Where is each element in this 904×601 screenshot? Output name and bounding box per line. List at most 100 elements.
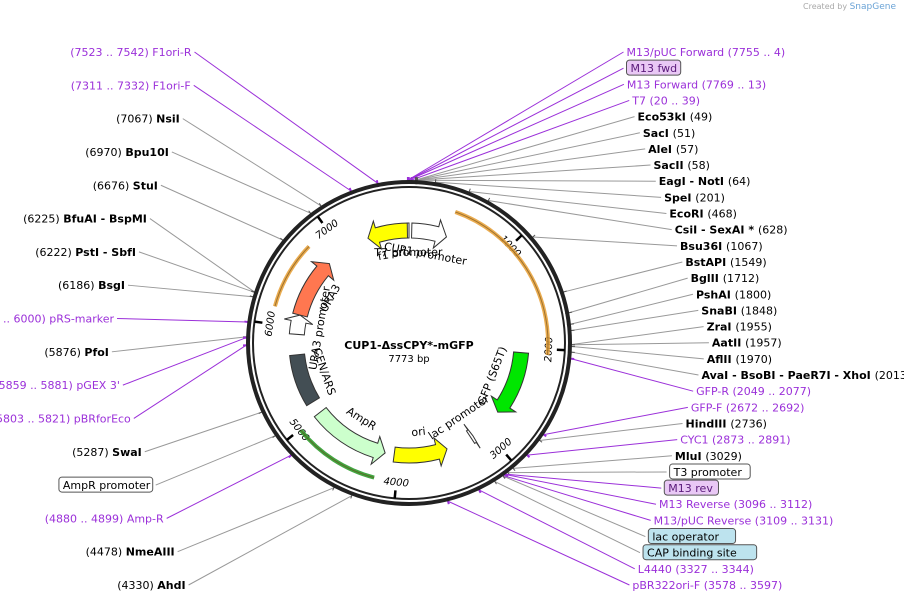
enzyme-site[interactable]: (7067) NsiI: [116, 113, 180, 126]
enzyme-site[interactable]: ZraI (1955): [707, 321, 772, 334]
enzyme-name: SacII: [653, 159, 687, 172]
enzyme-site[interactable]: AleI (57): [648, 143, 698, 156]
enzyme-site[interactable]: (6222) PstI - SbfI: [35, 246, 136, 259]
primer-range: (2873 .. 2891): [712, 434, 791, 447]
site-leader: [569, 277, 688, 314]
site-leader: [160, 184, 283, 241]
feature-lac-promoter[interactable]: [463, 423, 481, 449]
primer-name: T7: [631, 94, 649, 107]
feature-cup1-promoter[interactable]: [411, 218, 448, 250]
enzyme-name: BglII: [691, 272, 723, 285]
enzyme-position: (58): [687, 159, 710, 172]
site-leader: [138, 251, 255, 293]
feature-t7-promoter[interactable]: [406, 222, 410, 239]
enzyme-name: StuI: [133, 179, 158, 192]
primer-range: (4880 .. 4899): [45, 512, 127, 525]
enzyme-site[interactable]: (5876) PfoI: [44, 346, 109, 359]
tick-label: 4000: [383, 476, 409, 489]
site-name[interactable]: T3 promoter: [673, 466, 743, 479]
enzyme-site[interactable]: AatII (1957): [712, 337, 782, 350]
site-name[interactable]: AmpR promoter: [63, 479, 151, 492]
enzyme-site[interactable]: (6970) Bpu10I: [85, 146, 169, 159]
site-leader: [571, 342, 709, 346]
enzyme-position: (4478): [86, 546, 126, 559]
site-leader: [177, 487, 335, 553]
feature-ura3[interactable]: [292, 260, 335, 318]
primer-site[interactable]: (4880 .. 4899) Amp-R: [45, 512, 164, 525]
site-leader: [417, 179, 656, 182]
enzyme-site[interactable]: Eco53kI (49): [638, 111, 713, 124]
snapgene-watermark: Created by SnapGene: [803, 2, 896, 12]
primer-site[interactable]: (5859 .. 5881) pGEX 3': [0, 379, 120, 392]
primer-site[interactable]: (7523 .. 7542) F1ori-R: [70, 46, 192, 59]
enzyme-site[interactable]: (6225) BfuAI - BspMI: [23, 213, 147, 226]
site-leader: [144, 411, 262, 453]
enzyme-site[interactable]: BglII (1712): [691, 272, 760, 285]
enzyme-site[interactable]: (5287) SwaI: [72, 446, 142, 459]
primer-range: (7755 .. 4): [728, 46, 786, 59]
enzyme-name: BstAPI: [685, 256, 730, 269]
snapgene-logo: SnapGene: [849, 2, 896, 12]
site-leader: [494, 481, 641, 554]
enzyme-position: (49): [690, 111, 713, 124]
site-leader: [435, 181, 662, 198]
enzyme-site[interactable]: CsiI - SexAI * (628): [675, 224, 788, 237]
site-leader: [166, 454, 292, 519]
primer-site[interactable]: M13 Forward (7769 .. 13): [627, 78, 766, 91]
enzyme-site[interactable]: SnaBI (1848): [701, 304, 777, 317]
enzyme-site[interactable]: BstAPI (1549): [685, 256, 766, 269]
enzyme-site[interactable]: MluI (3029): [675, 450, 742, 463]
primer-site[interactable]: L4440 (3327 .. 3344): [638, 563, 754, 576]
feature-ori[interactable]: [392, 436, 448, 468]
enzyme-name: Eco53kI: [638, 111, 690, 124]
primer-site[interactable]: M13/pUC Reverse (3109 .. 3131): [654, 514, 834, 527]
primer-site[interactable]: CYC1 (2873 .. 2891): [680, 434, 790, 447]
primer-name: pRS-marker: [49, 313, 114, 326]
site-name[interactable]: CAP binding site: [647, 547, 737, 560]
primer-range: (5859 .. 5881): [0, 379, 76, 392]
feature-ura3-promoter[interactable]: [284, 314, 314, 336]
site-leader: [507, 471, 667, 474]
primer-site[interactable]: (5803 .. 5821) pBRforEco: [0, 412, 131, 425]
enzyme-position: (5287): [72, 446, 112, 459]
enzyme-site[interactable]: (6186) BsgI: [58, 279, 125, 292]
enzyme-position: (1957): [745, 337, 782, 350]
feature-ampr[interactable]: [313, 406, 386, 466]
site-name[interactable]: M13 fwd: [631, 62, 678, 75]
enzyme-site[interactable]: PshAI (1800): [696, 288, 771, 301]
enzyme-site[interactable]: AflII (1970): [707, 353, 772, 366]
enzyme-site[interactable]: SacII (58): [653, 159, 709, 172]
primer-site[interactable]: T7 (20 .. 39): [631, 94, 700, 107]
enzyme-site[interactable]: EcoRI (468): [669, 208, 737, 221]
site-name[interactable]: M13 rev: [668, 482, 713, 495]
enzyme-site[interactable]: SpeI (201): [664, 191, 725, 204]
enzyme-position: (4330): [117, 579, 157, 592]
primer-site[interactable]: M13/pUC Forward (7755 .. 4): [627, 46, 786, 59]
enzyme-site[interactable]: EagI - NotI (64): [659, 175, 751, 188]
primer-site[interactable]: GFP-R (2049 .. 2077): [696, 385, 811, 398]
primer-range: (3109 .. 3131): [755, 514, 834, 527]
site-leader: [193, 84, 352, 192]
site-leader: [408, 83, 625, 181]
enzyme-name: EcoRI: [669, 208, 707, 221]
primer-site[interactable]: (7311 .. 7332) F1ori-F: [71, 79, 191, 92]
primer-site[interactable]: pBR322ori-F (3578 .. 3597): [632, 579, 782, 592]
enzyme-site[interactable]: AvaI - BsoBI - PaeR7I - XhoI (2013): [701, 369, 904, 382]
feature-cen-ars[interactable]: [289, 353, 321, 407]
enzyme-name: SpeI: [664, 191, 695, 204]
feature-gfp-s65t[interactable]: [490, 351, 530, 413]
primer-site[interactable]: M13 Reverse (3096 .. 3112): [659, 498, 812, 511]
enzyme-site[interactable]: HindIII (2736): [686, 417, 767, 430]
enzyme-name: SwaI: [112, 446, 142, 459]
site-leader: [408, 67, 624, 181]
enzyme-site[interactable]: (6676) StuI: [93, 179, 158, 192]
primer-name: Amp-R: [127, 512, 164, 525]
enzyme-site[interactable]: SacI (51): [643, 127, 695, 140]
enzyme-site[interactable]: (4330) AhdI: [117, 579, 185, 592]
enzyme-site[interactable]: Bsu36I (1067): [680, 240, 763, 253]
primer-site[interactable]: GFP-F (2672 .. 2692): [691, 401, 805, 414]
enzyme-site[interactable]: (4478) NmeAIII: [86, 546, 175, 559]
primer-site[interactable]: (5981 .. 6000) pRS-marker: [0, 313, 115, 326]
site-name[interactable]: lac operator: [652, 531, 719, 544]
